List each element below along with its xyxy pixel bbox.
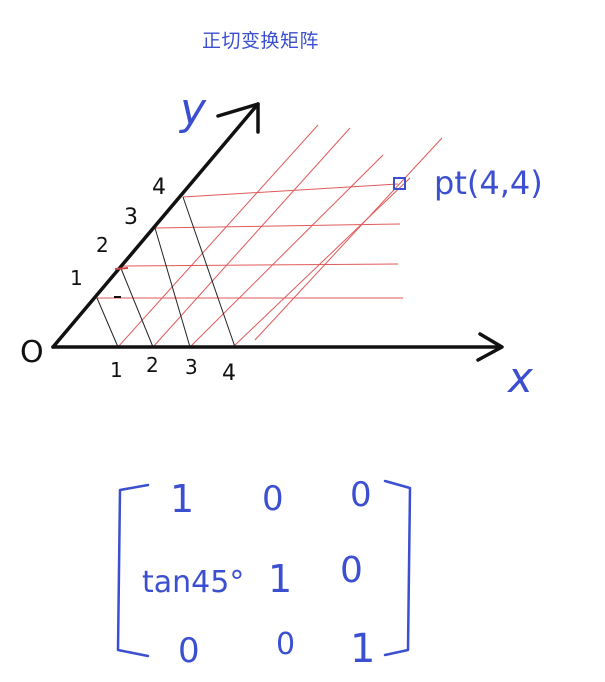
- red-diagonal-2: [152, 127, 351, 348]
- matrix-cell-r1c1: 1: [170, 477, 194, 521]
- red-sheared-grid: [117, 124, 443, 348]
- matrix-cell-r1c2: 0: [262, 479, 284, 519]
- page-title: 正切变换矩阵: [202, 30, 320, 52]
- red-horizontal-3: [154, 223, 401, 229]
- x-tick-label-3: 3: [185, 355, 198, 379]
- connector-3: [154, 227, 191, 348]
- connector-4: [182, 196, 236, 348]
- matrix-cell-r1c3: 0: [350, 475, 372, 515]
- slanted-tick-mark: [114, 267, 129, 270]
- matrix-left-bracket: [116, 483, 150, 658]
- matrix-cell-r2c1: tan45°: [142, 565, 244, 600]
- red-diagonal-1: [117, 124, 319, 348]
- x-axis-arrowhead: [476, 332, 504, 362]
- connector-2: [119, 265, 154, 348]
- black-connector-lines: [96, 196, 236, 348]
- slanted-tick-label-1: 1: [70, 266, 83, 290]
- y-axis-arrowhead: [216, 102, 260, 134]
- x-tick-label-1: 1: [110, 358, 123, 382]
- origin-label: O: [20, 335, 44, 370]
- matrix-cell-r3c3: 1: [350, 626, 375, 672]
- connector-1: [96, 297, 119, 348]
- x-tick-label-2: 2: [146, 353, 159, 377]
- axes: [51, 102, 504, 362]
- matrix-right-bracket: [383, 479, 412, 657]
- y-axis: [51, 102, 260, 349]
- x-tick-label-4: 4: [222, 361, 236, 386]
- slanted-tick-label-3: 3: [124, 205, 138, 230]
- point-label: pt(4,4): [434, 164, 543, 202]
- red-diagonal-3: [189, 154, 384, 348]
- slanted-tick-label-4: 4: [152, 175, 166, 200]
- matrix-brackets: [116, 479, 412, 658]
- y-axis-label: y: [178, 84, 207, 135]
- matrix-cell-r3c1: 0: [178, 631, 200, 671]
- matrix-cell-r2c2: 1: [268, 557, 292, 601]
- x-axis-label: x: [506, 353, 534, 402]
- matrix-cell-r2c3: 0: [340, 550, 363, 591]
- red-diagonal-4: [232, 177, 411, 348]
- red-diagonal-5: [254, 137, 443, 341]
- slanted-axis-ticks: [114, 267, 129, 270]
- red-horizontal-2: [119, 263, 399, 267]
- point-marker-icon: [393, 177, 406, 190]
- red-horizontal-4: [182, 183, 399, 198]
- matrix-cell-r3c2: 0: [276, 627, 295, 662]
- matrix-entries: 1 0 0 tan45° 1 0 0 0 1: [142, 475, 375, 672]
- slanted-tick-label-2: 2: [96, 233, 109, 257]
